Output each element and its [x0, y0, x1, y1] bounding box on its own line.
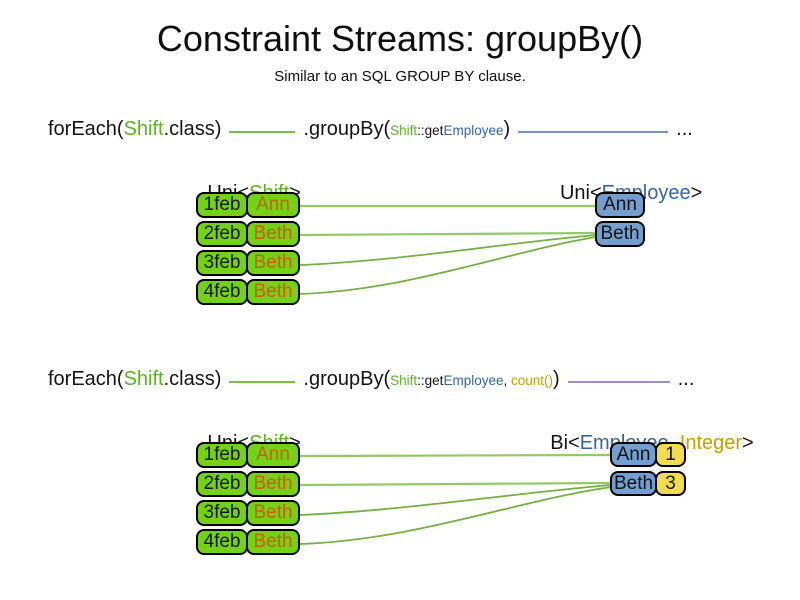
group-count-cell: 1 [655, 442, 686, 467]
connector-s2-shift2-to-beth [299, 481, 613, 487]
s1-right-type-post: > [690, 182, 703, 204]
code2-arg-type: Employee [443, 373, 504, 388]
shift-employee-cell: Ann [246, 192, 300, 218]
s1-right-type-pre: Uni< [559, 182, 602, 204]
s2-right-type-pre: Bi< [550, 432, 580, 454]
table-row: 3feb Beth [196, 250, 300, 276]
code2-foreach-class: Shift [123, 368, 164, 390]
slide-subtitle: Similar to an SQL GROUP BY clause. [274, 68, 526, 85]
shift-employee-cell: Beth [246, 500, 300, 526]
code1-foreach-class: Shift [123, 118, 164, 140]
table-row: 2feb Beth [196, 221, 300, 247]
table-row: 4feb Beth [196, 529, 300, 555]
table-row: 1feb Ann [196, 442, 300, 468]
code2-stream-line-purple [567, 381, 670, 383]
connector-s1-shift2-to-beth [299, 231, 598, 237]
code2-groupby-close: ) [553, 368, 560, 390]
shift-employee-cell: Beth [246, 221, 300, 247]
group-employee-cell: Beth [610, 471, 657, 496]
table-row: 1feb Ann [196, 192, 300, 218]
shift-employee-cell: Beth [246, 279, 300, 305]
shift-date-cell: 3feb [196, 500, 248, 526]
code1-ellipsis: ... [676, 118, 693, 140]
code1-groupby-close: ) [503, 118, 511, 140]
code2-foreach-close: .class) [163, 368, 222, 390]
group-employee-cell: Ann [595, 192, 645, 218]
connector-s2-shift4-to-beth [299, 486, 612, 545]
connector-s1-shift4-to-beth [299, 236, 597, 295]
s2-right-type-param2: Integer [679, 432, 743, 454]
code2-arg-method: ::get [417, 373, 444, 388]
code2-stream-line-green [229, 381, 296, 383]
s1-shift-table: 1feb Ann 2feb Beth 3feb Beth 4feb Beth [196, 192, 300, 305]
group-employee-cell: Beth [595, 221, 645, 247]
s1-group-results: Ann Beth [595, 192, 645, 247]
table-row: 4feb Beth [196, 279, 300, 305]
slide-title: Constraint Streams: groupBy() [156, 18, 644, 59]
s2-shift-table: 1feb Ann 2feb Beth 3feb Beth 4feb Beth [196, 442, 300, 555]
connector-s2-shift3-to-beth [299, 484, 612, 516]
group-row: Ann [595, 192, 645, 218]
shift-date-cell: 1feb [196, 442, 248, 468]
code2-ellipsis: ... [677, 368, 695, 390]
shift-date-cell: 4feb [196, 279, 248, 305]
code1-arg-type: Employee [443, 123, 504, 138]
shift-date-cell: 2feb [196, 221, 248, 247]
code1-stream-line-blue [518, 131, 669, 133]
shift-employee-cell: Beth [246, 529, 300, 555]
group-row: Ann 1 [610, 442, 686, 467]
code2-arg-collector: count() [511, 373, 554, 388]
shift-date-cell: 1feb [196, 192, 248, 218]
group-count-cell: 3 [655, 471, 686, 496]
code1-groupby-open: .groupBy( [303, 118, 391, 140]
code-line-2: forEach( Shift .class) .groupBy( Shift :… [48, 368, 694, 396]
code1-arg-class: Shift [390, 123, 418, 138]
code1-foreach-close: .class) [163, 118, 222, 140]
shift-date-cell: 3feb [196, 250, 248, 276]
shift-date-cell: 4feb [196, 529, 248, 555]
table-row: 3feb Beth [196, 500, 300, 526]
code2-groupby-open: .groupBy( [303, 368, 391, 390]
shift-date-cell: 2feb [196, 471, 248, 497]
table-row: 2feb Beth [196, 471, 300, 497]
code2-arg-class: Shift [390, 373, 418, 388]
code1-stream-line-green [229, 131, 296, 133]
shift-employee-cell: Beth [246, 471, 300, 497]
code2-foreach-open: forEach( [48, 368, 124, 390]
shift-employee-cell: Ann [246, 442, 300, 468]
group-employee-cell: Ann [610, 442, 657, 467]
group-row: Beth [595, 221, 645, 247]
group-row: Beth 3 [610, 471, 686, 496]
code-line-1: forEach( Shift .class) .groupBy( Shift :… [48, 118, 693, 146]
code1-foreach-open: forEach( [48, 118, 124, 140]
code2-arg-separator: , [503, 373, 511, 388]
shift-employee-cell: Beth [246, 250, 300, 276]
code1-arg-method: ::get [417, 123, 444, 138]
connector-s1-shift3-to-beth [299, 234, 597, 266]
s2-group-results: Ann 1 Beth 3 [610, 442, 686, 496]
s2-right-type-post: > [742, 432, 754, 454]
